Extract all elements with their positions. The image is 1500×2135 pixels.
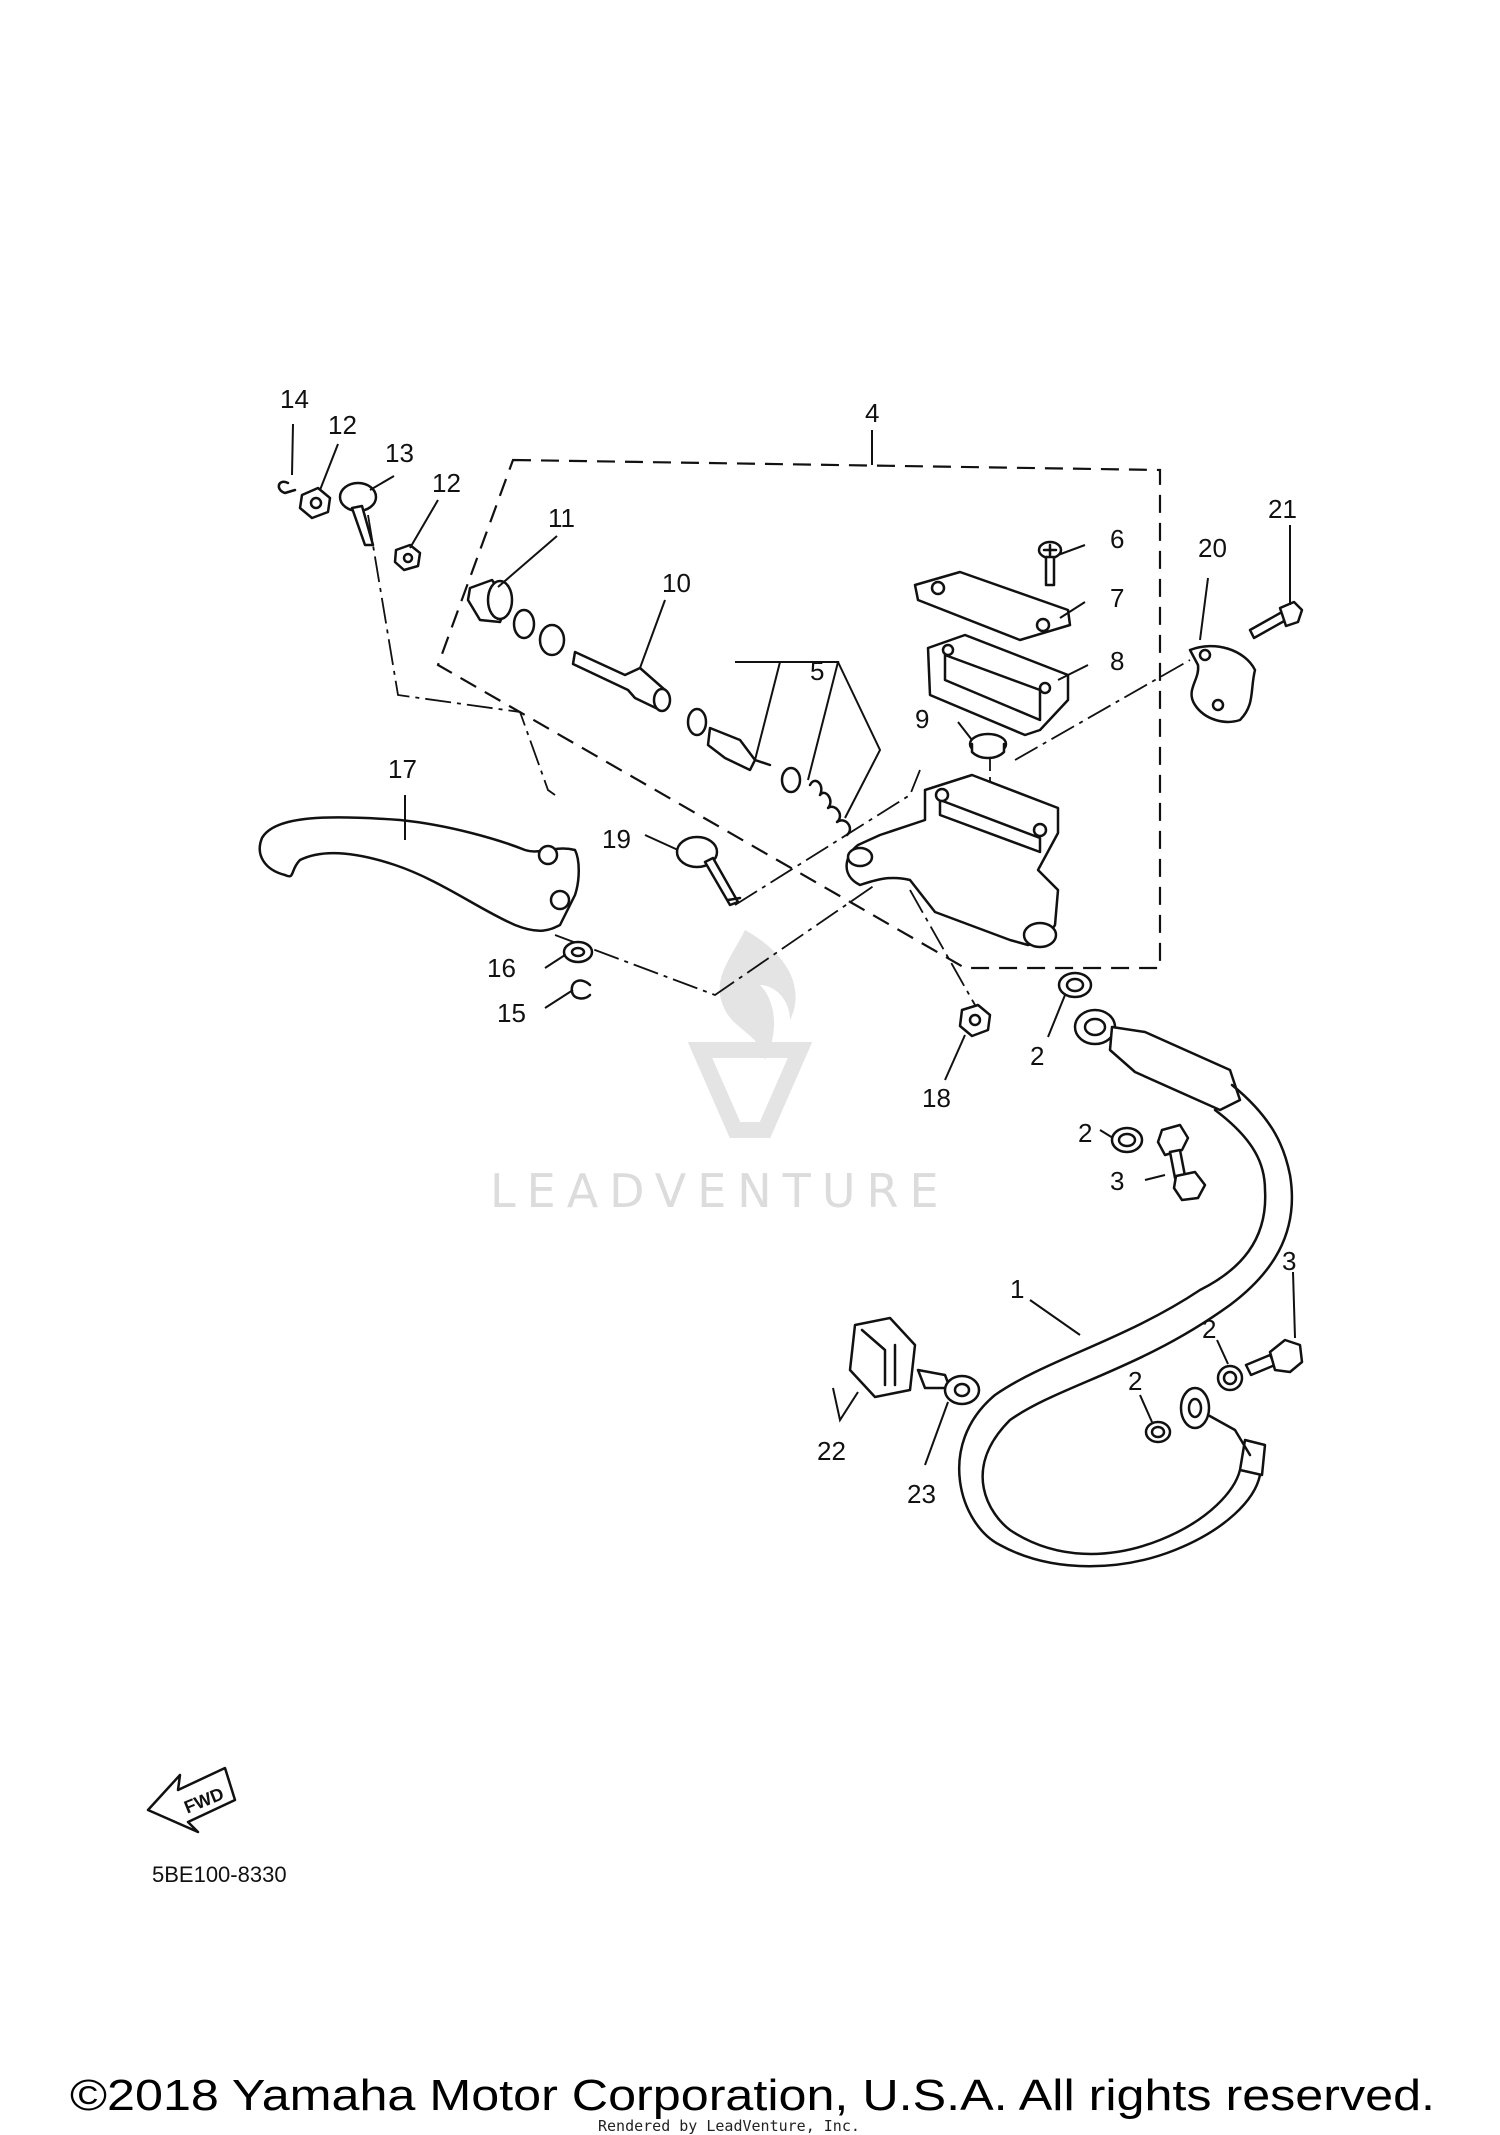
callout-20: 20 [1198,533,1227,563]
copyright-text: ©2018 Yamaha Motor Corporation, U.S.A. A… [70,2071,1435,2120]
fwd-arrow-icon [146,1766,237,1834]
copper-washer-lower[interactable] [1144,1420,1172,1444]
watermark: LEADVENTURE [490,930,950,1218]
diaphragm[interactable] [926,633,1070,737]
callout-11: 11 [548,503,575,533]
circlip[interactable] [512,608,536,640]
callout-1: 1 [1010,1274,1024,1304]
callout-6: 6 [1110,524,1124,554]
handlebar-clamp[interactable] [1188,644,1257,724]
lever-clip[interactable] [570,979,592,1000]
copper-washer-top[interactable] [1057,971,1093,999]
copper-washer-right[interactable] [1216,1364,1244,1392]
diagram-code: 5BE100-8330 [152,1862,287,1887]
callout-12-left: 12 [328,410,357,440]
clamp-bolt[interactable] [1248,600,1304,640]
washer-ring[interactable] [538,623,566,657]
callout-15: 15 [497,998,526,1028]
callout-3-lower: 3 [1282,1246,1296,1276]
master-cylinder-body[interactable] [845,773,1060,949]
lever-bolt[interactable] [675,835,742,907]
fwd-arrow: FWD [146,1766,237,1834]
banjo-bolt-upper[interactable] [1156,1123,1207,1202]
callout-2-mid: 2 [1078,1118,1092,1148]
callout-3-upper: 3 [1110,1166,1124,1196]
copper-washer-mid[interactable] [1110,1126,1144,1154]
push-rod[interactable] [571,650,672,713]
lever-washer[interactable] [562,940,594,964]
holder-bolt[interactable] [916,1368,981,1406]
reservoir-cap[interactable] [913,570,1072,642]
callout-18: 18 [922,1083,951,1113]
clutch-hose[interactable] [958,1008,1294,1568]
reservoir-screw[interactable] [1037,540,1063,587]
callout-19: 19 [602,824,631,854]
callout-8: 8 [1110,646,1124,676]
callout-21: 21 [1268,494,1297,524]
callout-2-top: 2 [1030,1041,1044,1071]
callout-7: 7 [1110,583,1124,613]
callout-12-right: 12 [432,468,461,498]
lever-pivot-bolt[interactable] [338,481,378,547]
callout-9: 9 [915,704,929,734]
piston-kit[interactable] [686,707,852,837]
callout-22: 22 [817,1436,846,1466]
watermark-text: LEADVENTURE [490,1164,950,1218]
nut-upper-right[interactable] [393,543,422,572]
assembly-outline [436,458,1162,970]
clutch-lever[interactable] [258,816,580,932]
rendered-by-text: Rendered by LeadVenture, Inc. [598,2117,860,2135]
callout-17: 17 [388,754,417,784]
callout-14: 14 [280,384,309,414]
float-cap[interactable] [968,732,1008,760]
dust-boot[interactable] [466,578,514,624]
callout-16: 16 [487,953,516,983]
assembly-lines [367,514,1191,1006]
nut-upper-left[interactable] [298,486,332,520]
callout-5: 5 [810,656,824,686]
callout-2-right: 2 [1202,1314,1216,1344]
hose-holder[interactable] [848,1316,917,1399]
callout-labels: 14 12 13 12 11 10 4 5 6 7 8 9 20 21 17 1… [280,384,1297,1509]
banjo-bolt-lower[interactable] [1244,1338,1304,1377]
flame-v-logo-icon [687,930,813,1138]
callout-4: 4 [865,398,879,428]
leader-lines [291,423,1296,1466]
callout-13: 13 [385,438,414,468]
pivot-nut[interactable] [958,1003,992,1038]
clip[interactable] [277,480,297,495]
callout-23: 23 [907,1479,936,1509]
callout-10: 10 [662,568,691,598]
callout-2-lower: 2 [1128,1366,1142,1396]
